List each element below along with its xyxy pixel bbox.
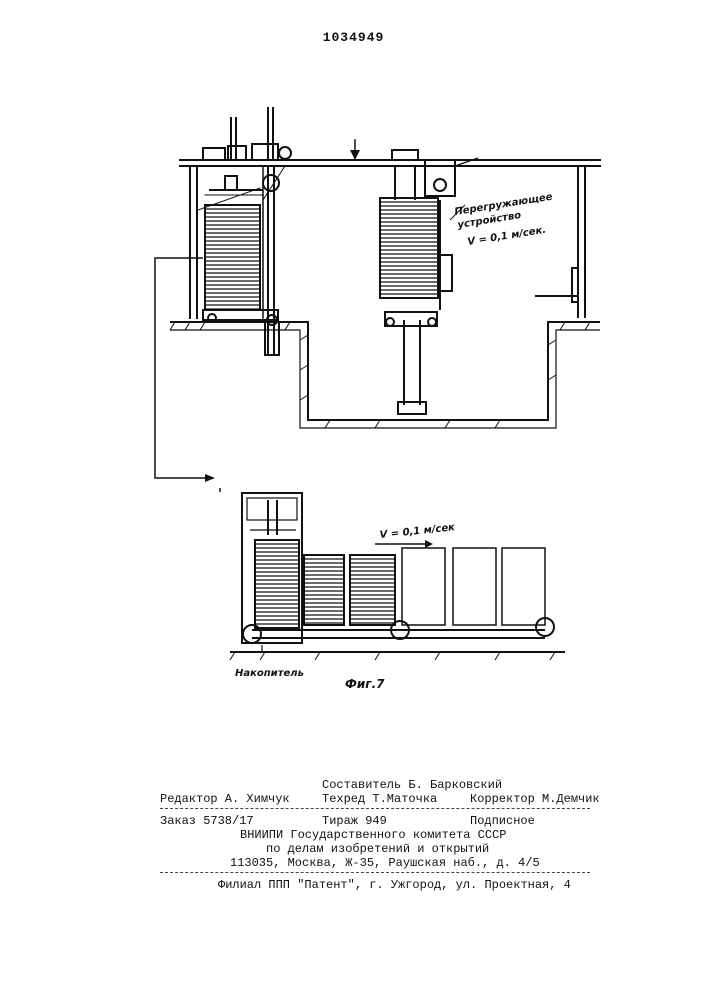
divider-1 (160, 808, 590, 809)
figure-caption: Фиг.7 (345, 677, 385, 691)
imprint-editor: Редактор А. Химчук (160, 792, 290, 806)
imprint-compiler: Составитель Б. Барковский (322, 778, 502, 792)
label-accumulator: Накопитель (235, 668, 304, 679)
imprint-subscription: Подписное (470, 814, 535, 828)
imprint-techred: Техред Т.Маточка (322, 792, 437, 806)
imprint-org-1: ВНИИПИ Государственного комитета СССР (240, 828, 506, 842)
label-speed-top: V = 0,1 м/сек. (467, 225, 547, 248)
imprint-order: Заказ 5738/17 (160, 814, 254, 828)
imprint-corrector: Корректор М.Демчик (470, 792, 600, 806)
imprint-org-2: по делам изобретений и открытий (266, 842, 489, 856)
left-stack (205, 205, 260, 310)
accumulator-stack (255, 540, 299, 628)
label-speed-bottom: V = 0,1 м/сек (379, 522, 456, 541)
center-stack (380, 198, 438, 298)
imprint-branch: Филиал ППП "Патент", г. Ужгород, ул. Про… (218, 878, 571, 892)
divider-2 (160, 872, 590, 873)
imprint-circulation: Тираж 949 (322, 814, 387, 828)
imprint-address: 113035, Москва, Ж-35, Раушская наб., д. … (230, 856, 540, 870)
